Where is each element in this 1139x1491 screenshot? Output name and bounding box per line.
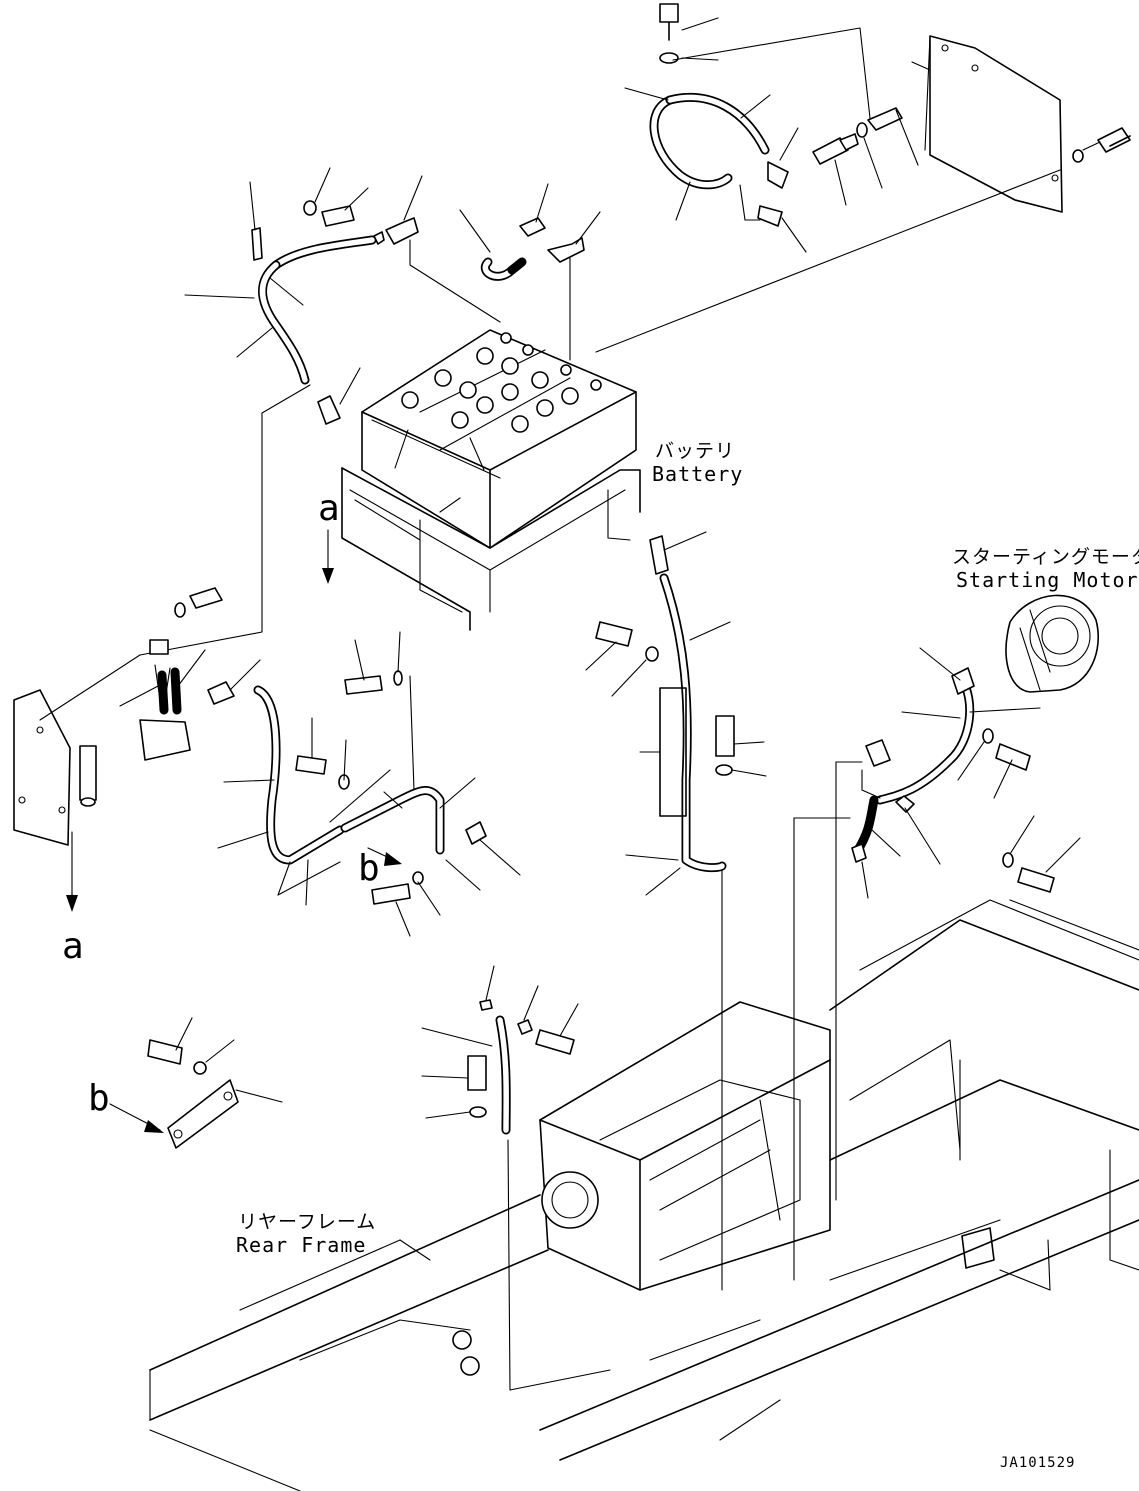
starting-motor — [793, 594, 1100, 1281]
top-left-cables — [139, 167, 1061, 656]
view-ref-b-bottom: b — [88, 1078, 110, 1119]
starting-motor-label-jp: スターティングモータ — [952, 546, 1139, 568]
left-relay-assembly — [13, 587, 223, 906]
mid-vertical-cable — [585, 531, 767, 1291]
view-ref-a-left: a — [62, 926, 84, 967]
top-right-bracket-assembly — [624, 3, 1131, 253]
view-ref-b-mid: b — [358, 848, 380, 889]
battery-label-en: Battery — [652, 462, 743, 486]
battery — [341, 329, 641, 631]
mid-left-harness — [207, 631, 521, 937]
starting-motor-label-en: Starting Motor — [956, 568, 1139, 592]
rear-frame-label-jp: リヤーフレーム — [238, 1211, 376, 1233]
bottom-mid-cable — [421, 965, 611, 1391]
rear-frame-label-en: Rear Frame — [236, 1233, 366, 1257]
drawing-code: JA101529 — [1000, 1455, 1075, 1471]
bottom-left-plate — [147, 1017, 283, 1149]
battery-label-jp: バッテリ — [655, 440, 735, 462]
engine-and-frame — [149, 899, 1139, 1491]
view-ref-a-top: a — [318, 488, 340, 529]
